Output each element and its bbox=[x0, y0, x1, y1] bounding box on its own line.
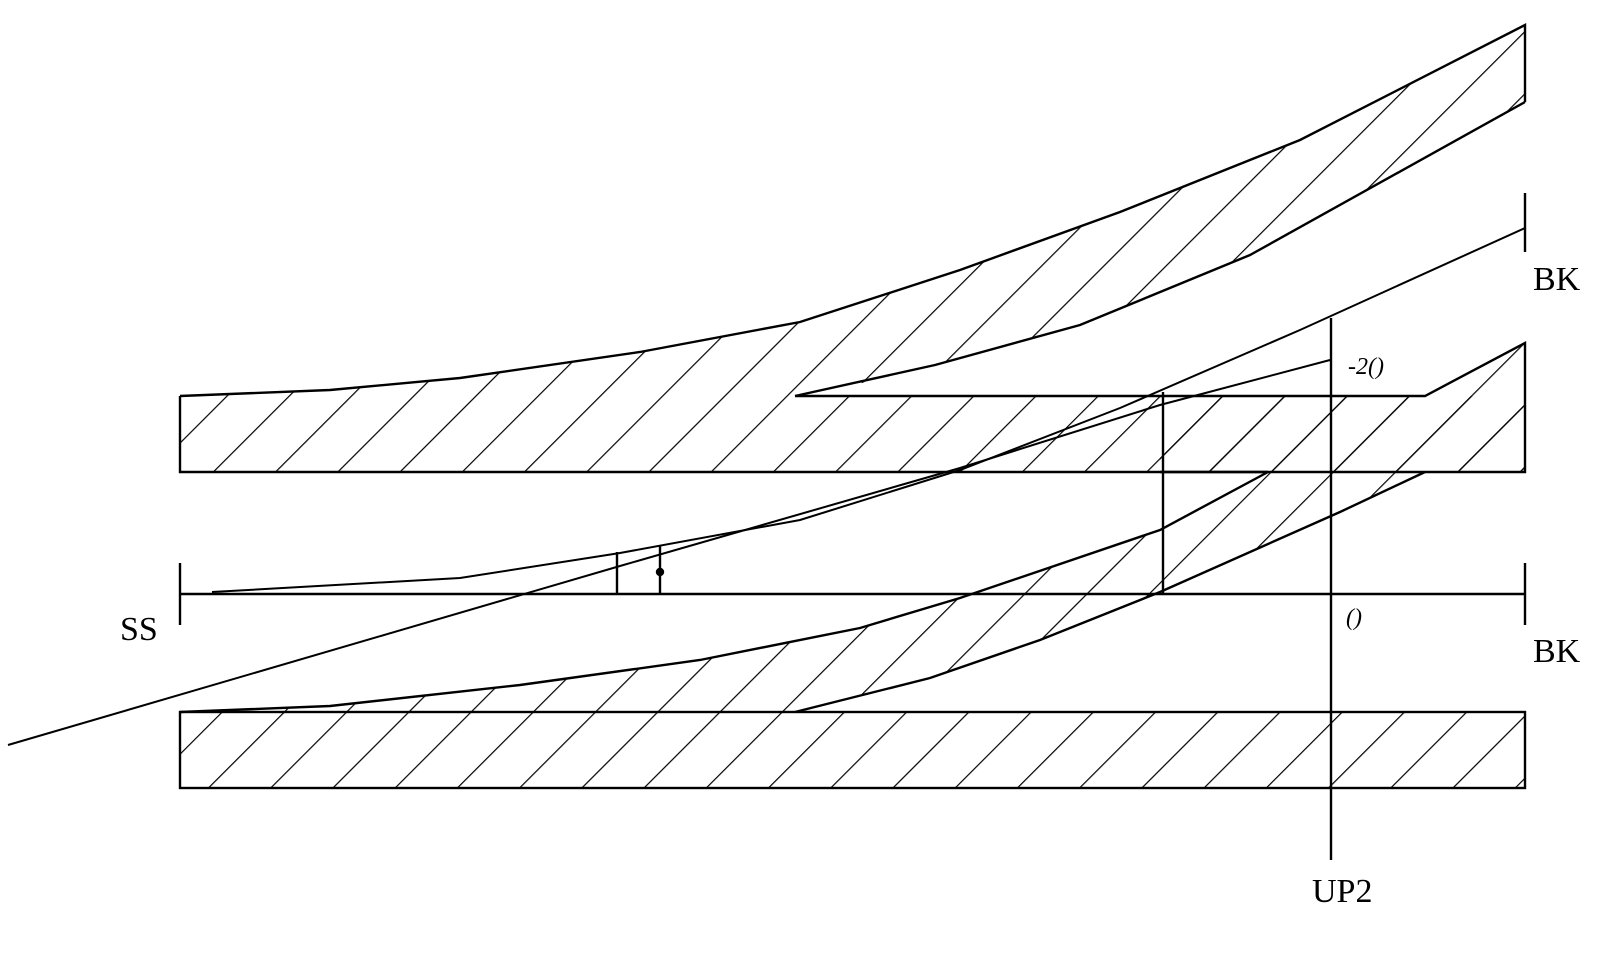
tangent-line bbox=[7, 359, 1331, 746]
label-ss: SS bbox=[120, 611, 158, 648]
label-offset-zero: () bbox=[1346, 605, 1362, 631]
label-bk-top: BK bbox=[1533, 261, 1581, 298]
upper-rail-outline bbox=[178, 23, 1527, 474]
lower-diverging-rail bbox=[180, 472, 1425, 712]
label-bk-bottom: BK bbox=[1533, 633, 1581, 670]
label-up2: UP2 bbox=[1312, 873, 1372, 910]
diverging-centerline bbox=[211, 193, 1527, 593]
upper-gap bbox=[810, 228, 1525, 396]
lower-diverging-lower-edge bbox=[794, 470, 1426, 714]
measurement-box bbox=[615, 546, 665, 594]
label-offset-minus-20: -2() bbox=[1348, 354, 1384, 380]
lower-diverging-upper-edge bbox=[179, 470, 1269, 714]
lower-straight-rail bbox=[178, 710, 1527, 790]
track-centerline bbox=[178, 563, 1527, 625]
